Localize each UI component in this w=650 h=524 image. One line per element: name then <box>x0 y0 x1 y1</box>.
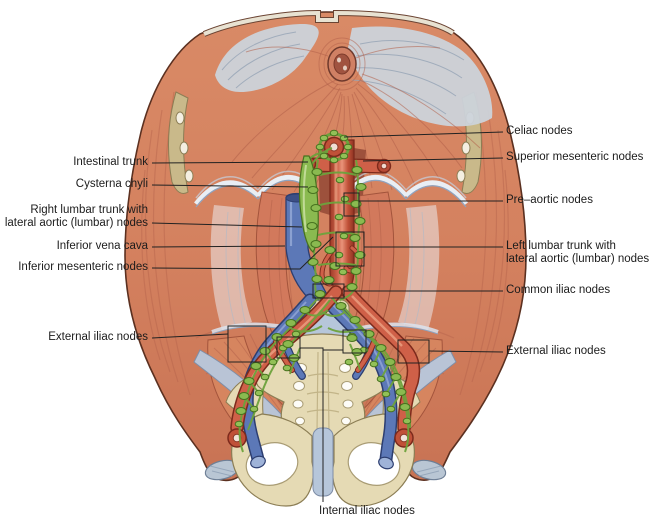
label-right-lumbar-line2: lateral aortic (lumbar) nodes <box>4 217 148 229</box>
label-intestinal-trunk: Intestinal trunk <box>73 156 148 168</box>
leader-celiac <box>343 131 504 138</box>
annotations <box>151 131 504 502</box>
leader-cysterna-chyli <box>151 184 309 188</box>
thigh-stubs <box>204 459 447 481</box>
label-pre-aortic-nodes: Pre–aortic nodes <box>506 194 593 206</box>
central-tendon-right <box>348 26 493 127</box>
leader-inferior-vena-cava <box>151 245 286 248</box>
label-external-iliac-nodes-left: External iliac nodes <box>48 331 148 343</box>
label-common-iliac-nodes: Common iliac nodes <box>506 284 611 296</box>
label-inferior-vena-cava: Inferior vena cava <box>56 240 148 252</box>
bracket-external-iliac-left <box>227 325 267 363</box>
leader-inferior-mesenteric <box>151 236 334 270</box>
label-superior-mesenteric-nodes: Superior mesenteric nodes <box>506 151 644 163</box>
cut-edge-band <box>203 10 455 36</box>
rib-cross-section <box>461 141 471 155</box>
label-right-lumbar-trunk: Right lumbar trunk with lateral aortic (… <box>5 204 148 230</box>
label-external-iliac-nodes-right: External iliac nodes <box>506 345 606 357</box>
sacral-foramina <box>292 363 354 426</box>
leader-superior-mesenteric <box>362 157 504 162</box>
bracket-pre-aortic <box>343 192 360 217</box>
fascia-left <box>210 205 252 330</box>
fascia-right <box>398 205 440 330</box>
central-tendon-left <box>215 23 319 92</box>
label-celiac-nodes: Celiac nodes <box>506 125 573 137</box>
rib-cross-section <box>175 111 185 125</box>
rib-cross-section <box>456 169 466 183</box>
leader-intestinal-trunk <box>151 161 309 164</box>
leader-right-lumbar <box>151 222 303 228</box>
label-left-lumbar-trunk: Left lumbar trunk with lateral aortic (l… <box>506 240 649 266</box>
bracket-left-lumbar <box>335 231 365 267</box>
label-right-lumbar-line1: Right lumbar trunk with <box>30 204 148 216</box>
diaphragm <box>215 23 493 215</box>
label-cysterna-chyli: Cysterna chyli <box>75 178 148 190</box>
rib-cross-section <box>184 169 194 183</box>
vein-cut-face-left <box>250 455 266 469</box>
esophageal-hiatus <box>318 37 366 91</box>
label-left-lumbar-line2: lateral aortic (lumbar) nodes <box>506 253 650 265</box>
vein-cut-face-right <box>378 456 394 470</box>
label-inferior-mesenteric-nodes: Inferior mesenteric nodes <box>18 261 148 273</box>
bracket-internal-iliac-right <box>342 329 367 354</box>
label-left-lumbar-line1: Left lumbar trunk with <box>506 240 616 252</box>
tendon-streaks <box>221 31 465 115</box>
costal-margin-left <box>168 91 194 195</box>
leader-internal-iliac <box>300 347 324 502</box>
leader-external-iliac-left <box>151 333 229 339</box>
rib-cross-section <box>179 141 189 155</box>
leader-external-iliac-right <box>428 350 504 353</box>
label-internal-iliac-nodes: Internal iliac nodes <box>319 505 415 517</box>
